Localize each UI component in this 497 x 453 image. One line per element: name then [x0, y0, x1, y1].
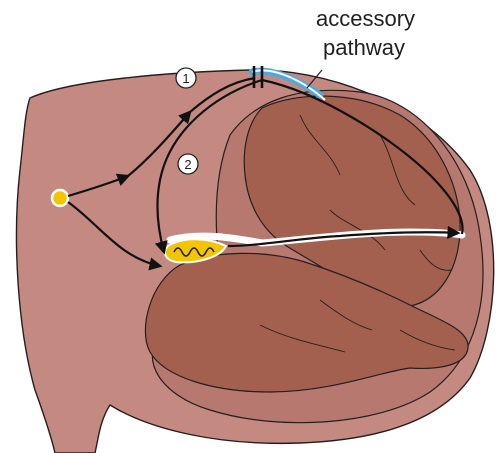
callout-pathway: pathway: [323, 35, 405, 60]
route-1-label: 1: [182, 71, 189, 86]
callout-accessory: accessory: [316, 6, 415, 31]
sa-node: [52, 190, 68, 206]
route-2-label: 2: [184, 157, 191, 172]
